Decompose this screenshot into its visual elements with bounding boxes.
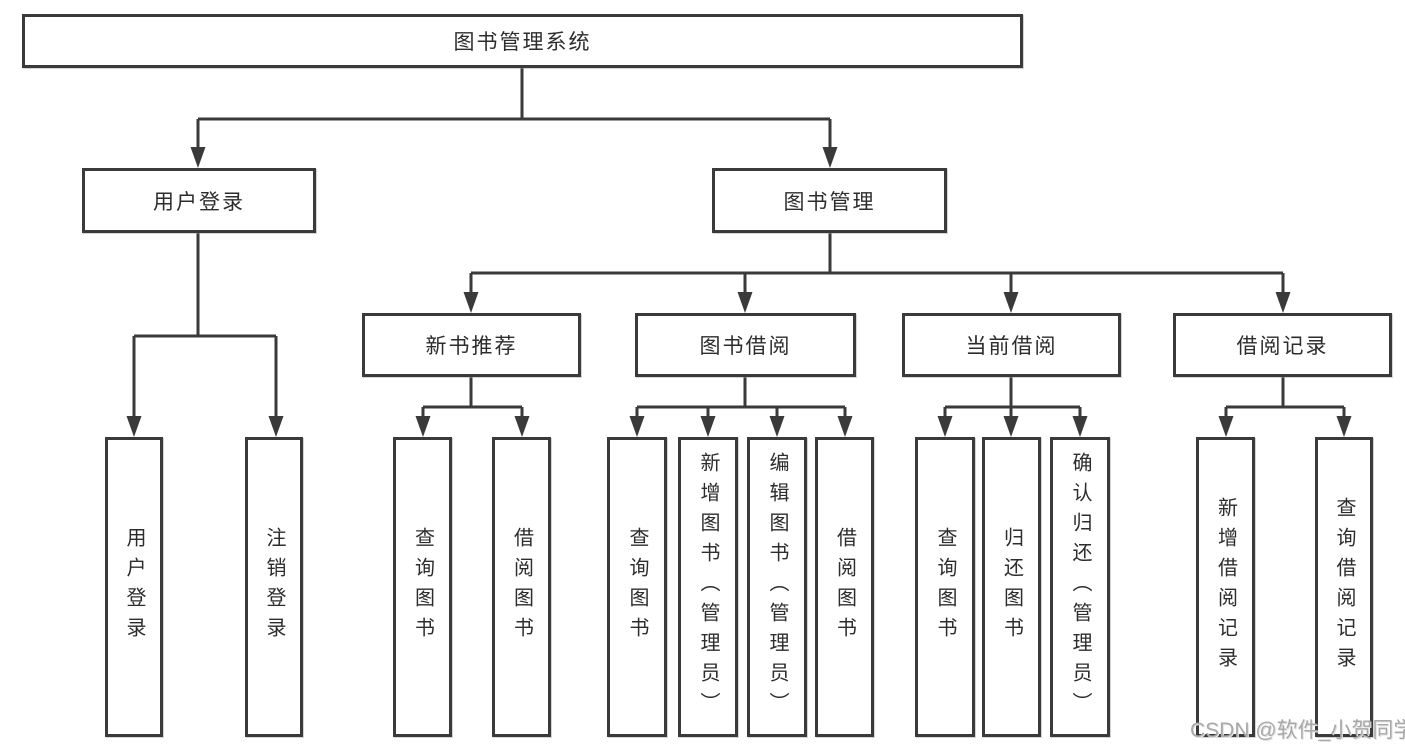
leaf-user-login: 用户登录 bbox=[105, 437, 163, 737]
node-current-borrow: 当前借阅 bbox=[902, 313, 1121, 377]
leaf-borrow-books-recommend: 借阅图书 bbox=[492, 437, 551, 737]
leaf-query-books-current: 查询图书 bbox=[915, 437, 975, 737]
node-new-book-recommend: 新书推荐 bbox=[362, 313, 581, 377]
leaf-query-borrow-record: 查询借阅记录 bbox=[1315, 437, 1373, 737]
leaf-label: 新增借阅记录 bbox=[1214, 497, 1237, 677]
leaf-edit-book-admin: 编辑图书（管理员） bbox=[747, 437, 807, 737]
leaf-add-book-admin: 新增图书（管理员） bbox=[678, 437, 738, 737]
leaf-label: 借阅图书 bbox=[510, 527, 533, 647]
leaf-label: 用户登录 bbox=[123, 527, 145, 647]
leaf-label: 新增图书（管理员） bbox=[697, 452, 719, 722]
node-root-label: 图书管理系统 bbox=[453, 31, 592, 54]
node-label: 图书管理 bbox=[783, 190, 876, 214]
leaf-query-books-recommend: 查询图书 bbox=[393, 437, 452, 737]
node-label: 借阅记录 bbox=[1236, 335, 1329, 358]
watermark: CSDN @软件_小贺同学 bbox=[1190, 719, 1405, 742]
leaf-return-book: 归还图书 bbox=[982, 437, 1041, 737]
node-label: 图书借阅 bbox=[699, 335, 792, 358]
node-label: 用户登录 bbox=[153, 190, 245, 214]
leaf-label: 查询图书 bbox=[411, 527, 434, 647]
leaf-label: 注销登录 bbox=[263, 527, 285, 647]
node-book-borrow: 图书借阅 bbox=[635, 313, 856, 377]
leaf-borrow-books: 借阅图书 bbox=[815, 437, 874, 737]
leaf-query-books-borrow: 查询图书 bbox=[607, 437, 667, 737]
node-label: 新书推荐 bbox=[425, 335, 518, 358]
leaf-add-borrow-record: 新增借阅记录 bbox=[1196, 437, 1255, 737]
leaf-label: 查询图书 bbox=[934, 527, 956, 647]
node-user-login: 用户登录 bbox=[82, 168, 316, 233]
node-borrow-records: 借阅记录 bbox=[1173, 313, 1392, 377]
leaf-label: 编辑图书（管理员） bbox=[766, 452, 788, 722]
leaf-confirm-return-admin: 确认归还（管理员） bbox=[1050, 437, 1110, 737]
node-label: 当前借阅 bbox=[965, 335, 1058, 358]
node-book-management: 图书管理 bbox=[712, 168, 947, 233]
leaf-label: 归还图书 bbox=[1000, 527, 1023, 647]
leaf-logout: 注销登录 bbox=[245, 437, 303, 737]
leaf-label: 查询借阅记录 bbox=[1333, 497, 1355, 677]
leaf-label: 查询图书 bbox=[626, 527, 648, 647]
node-root: 图书管理系统 bbox=[22, 14, 1023, 68]
leaf-label: 确认归还（管理员） bbox=[1069, 452, 1091, 722]
leaf-label: 借阅图书 bbox=[833, 527, 856, 647]
